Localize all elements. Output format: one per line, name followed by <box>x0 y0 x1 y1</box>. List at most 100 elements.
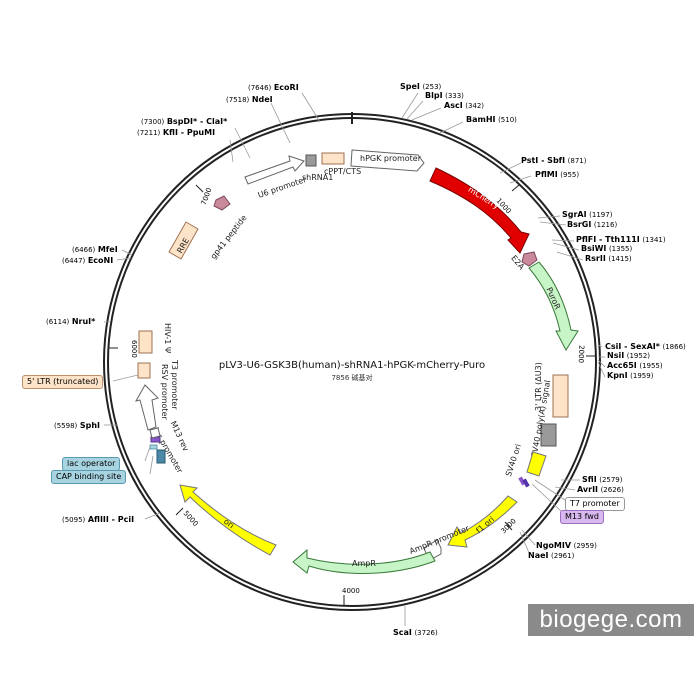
svg-text:PflMI (955): PflMI (955) <box>535 170 579 179</box>
gp41-peptide-feature[interactable]: gp41 peptide <box>209 195 249 261</box>
svg-text:PflFI - Tth111I (1341): PflFI - Tth111I (1341) <box>576 235 666 244</box>
site-rsrii[interactable]: RsrII (1415) <box>556 251 632 263</box>
svg-text:(7646) EcoRI: (7646) EcoRI <box>248 83 299 92</box>
svg-text:RSV promoter: RSV promoter <box>160 364 169 420</box>
site-sgrai[interactable]: SgrAI (1197) <box>537 210 613 219</box>
ltr3-feature[interactable]: 3' LTR (ΔU3) <box>534 362 569 418</box>
ltr5-feature[interactable] <box>137 362 151 379</box>
tick-6000: 6000 <box>108 340 138 358</box>
rre-feature[interactable]: RRE <box>168 221 199 260</box>
site-nrui[interactable]: (6114) NruI* <box>46 317 110 326</box>
svg-text:SfiI (2579): SfiI (2579) <box>582 475 623 484</box>
shrna1-feature[interactable]: shRNA1 <box>302 154 333 182</box>
svg-text:BsrGI (1216): BsrGI (1216) <box>567 220 617 229</box>
svg-text:SgrAI (1197): SgrAI (1197) <box>562 210 613 219</box>
cppt-cts-feature[interactable]: cPPT/CTS <box>321 152 361 176</box>
svg-text:BamHI (510): BamHI (510) <box>466 115 517 124</box>
site-acc65i[interactable]: Acc65I (1955) <box>597 359 663 370</box>
lac-operator-marker <box>149 444 158 450</box>
svg-text:CsiI - SexAI* (1866): CsiI - SexAI* (1866) <box>605 342 686 351</box>
site-avrii[interactable]: AvrII (2626) <box>554 485 624 494</box>
svg-text:NsiI (1952): NsiI (1952) <box>607 351 650 360</box>
svg-text:3' LTR (ΔU3): 3' LTR (ΔU3) <box>534 362 543 411</box>
site-nsii[interactable]: NsiI (1952) <box>598 351 650 360</box>
svg-text:(7518) NdeI: (7518) NdeI <box>226 95 273 104</box>
plasmid-title: pLV3-U6-GSK3B(human)-shRNA1-hPGK-mCherry… <box>219 360 485 371</box>
site-kpni[interactable]: KpnI (1959) <box>597 361 654 380</box>
svg-text:PstI - SbfI (871): PstI - SbfI (871) <box>521 156 587 165</box>
svg-text:U6 promoter: U6 promoter <box>257 175 308 200</box>
svg-text:2000: 2000 <box>577 345 586 363</box>
site-bamhi[interactable]: BamHI (510) <box>439 115 517 134</box>
lac-operator-label[interactable]: lac operator <box>62 457 121 471</box>
svg-text:T3 promoter: T3 promoter <box>170 359 179 410</box>
svg-text:RsrII (1415): RsrII (1415) <box>585 254 632 263</box>
svg-text:AmpR: AmpR <box>352 559 376 568</box>
site-asci[interactable]: AscI (342) <box>411 101 484 121</box>
cap-leader <box>149 455 154 475</box>
svg-text:ScaI (3726): ScaI (3726) <box>393 628 438 637</box>
site-mfei[interactable]: (6466) MfeI <box>72 245 133 256</box>
svg-text:(7300) BspDI* - ClaI*: (7300) BspDI* - ClaI* <box>141 117 228 126</box>
svg-text:5000: 5000 <box>182 509 200 528</box>
site-ecori[interactable]: (7646) EcoRI <box>248 83 321 123</box>
svg-text:HIV-1 Ψ: HIV-1 Ψ <box>163 323 172 353</box>
site-blpi[interactable]: BlpI (333) <box>406 91 464 120</box>
svg-text:(5598) SphI: (5598) SphI <box>54 421 100 430</box>
svg-text:AvrII (2626): AvrII (2626) <box>577 485 624 494</box>
svg-text:KpnI (1959): KpnI (1959) <box>607 371 654 380</box>
site-sfii[interactable]: SfiI (2579) <box>561 475 623 484</box>
m13fwd-leader <box>531 483 563 513</box>
svg-text:Acc65I (1955): Acc65I (1955) <box>607 361 663 370</box>
t7-leader <box>534 479 566 501</box>
site-sphi[interactable]: (5598) SphI <box>54 421 118 430</box>
t7-promoter-label[interactable]: T7 promoter <box>565 497 625 511</box>
u6-promoter-feature[interactable]: U6 promoter <box>244 155 308 200</box>
svg-text:shRNA1: shRNA1 <box>302 173 333 182</box>
site-kfli-ppumi[interactable]: (7211) KflI - PpuMI <box>137 128 234 163</box>
plasmid-size: 7856 碱基对 <box>331 373 372 382</box>
site-bspdi-clai[interactable]: (7300) BspDI* - ClaI* <box>141 117 251 159</box>
svg-text:SV40 ori: SV40 ori <box>504 443 523 478</box>
svg-text:(6466) MfeI: (6466) MfeI <box>72 245 118 254</box>
ltr5-leader <box>112 374 139 382</box>
svg-text:7000: 7000 <box>200 187 214 206</box>
svg-text:SpeI (253): SpeI (253) <box>400 82 442 91</box>
ltr5-label[interactable]: 5' LTR (truncated) <box>22 375 104 389</box>
site-pflmi[interactable]: PflMI (955) <box>509 170 579 184</box>
hpgk-promoter-feature[interactable]: hPGK promoter <box>350 149 425 172</box>
site-econi[interactable]: (6447) EcoNI <box>62 256 132 265</box>
svg-text:cPPT/CTS: cPPT/CTS <box>324 167 361 176</box>
site-psti-sbfi[interactable]: PstI - SbfI (871) <box>499 156 587 174</box>
m13-fwd-label[interactable]: M13 fwd <box>560 510 604 524</box>
t3-promoter-feature[interactable]: T3 promoter <box>149 359 179 439</box>
site-scai[interactable]: ScaI (3726) <box>393 606 438 637</box>
ampr-feature[interactable]: AmpR <box>292 548 436 574</box>
svg-text:AscI (342): AscI (342) <box>444 101 484 110</box>
site-naei[interactable]: NaeI (2961) <box>519 531 575 560</box>
rsv-promoter-feature[interactable]: RSV promoter <box>134 364 169 431</box>
site-csii-sexai[interactable]: CsiI - SexAI* (1866) <box>597 342 686 351</box>
ori-feature[interactable]: ori <box>179 484 277 556</box>
svg-text:BsiWI (1355): BsiWI (1355) <box>581 244 632 253</box>
puror-feature[interactable]: PuroR <box>528 261 579 351</box>
tick-7000: 7000 <box>195 184 214 206</box>
svg-text:(6114) NruI*: (6114) NruI* <box>46 317 96 326</box>
site-spei[interactable]: SpeI (253) <box>400 82 442 119</box>
site-bsiwi[interactable]: BsiWI (1355) <box>552 242 632 253</box>
site-bsrgi[interactable]: BsrGI (1216) <box>539 220 617 229</box>
hiv1-psi-feature[interactable]: HIV-1 Ψ <box>138 323 172 354</box>
site-ngomiv[interactable]: NgoMIV (2959) <box>521 529 597 550</box>
cap-binding-site-label[interactable]: CAP binding site <box>51 470 127 484</box>
svg-text:(6447) EcoNI: (6447) EcoNI <box>62 256 113 265</box>
tick-5000: 5000 <box>175 507 200 528</box>
svg-text:6000: 6000 <box>130 340 138 358</box>
site-pflfi-tth111i[interactable]: PflFI - Tth111I (1341) <box>551 235 666 244</box>
svg-text:NaeI (2961): NaeI (2961) <box>528 551 575 560</box>
site-afliii-pcii[interactable]: (5095) AflIII - PciI <box>62 512 161 524</box>
site-ndei[interactable]: (7518) NdeI <box>226 95 291 144</box>
svg-text:hPGK promoter: hPGK promoter <box>360 154 422 163</box>
svg-text:4000: 4000 <box>342 587 360 595</box>
m13fwd-marker <box>522 478 530 488</box>
